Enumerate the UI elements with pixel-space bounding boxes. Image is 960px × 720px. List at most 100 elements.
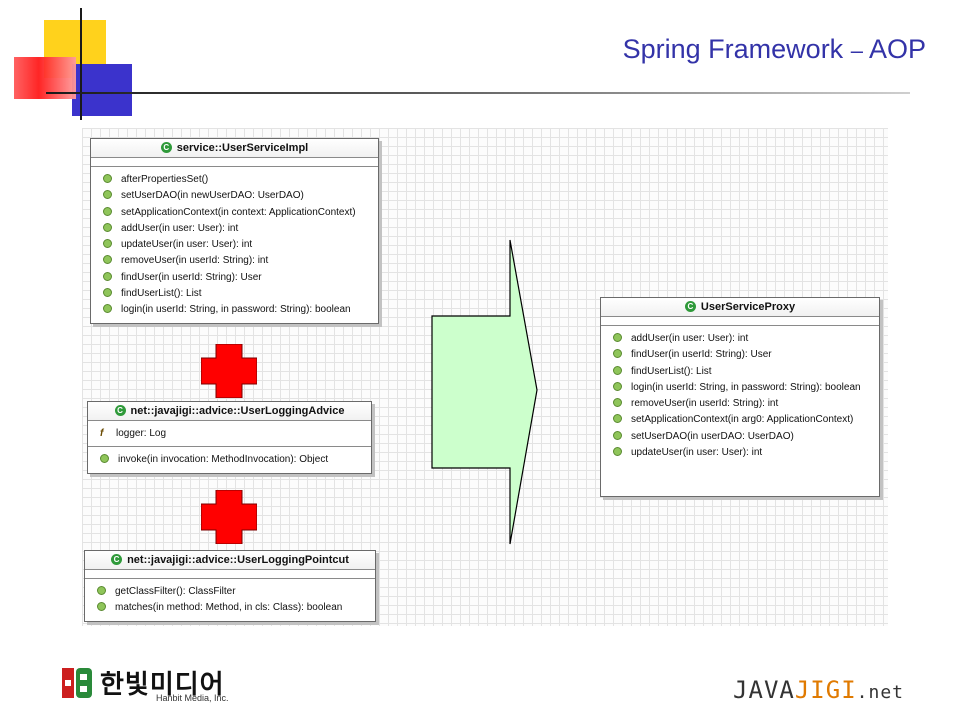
hanbit-mark-shape (65, 680, 71, 686)
method-row: addUser(in user: User): int (91, 221, 378, 237)
plus-sign-icon (201, 490, 257, 544)
method-dot-icon (613, 430, 622, 440)
class-c-icon: C (160, 142, 172, 153)
method-label: setUserDAO(in userDAO: UserDAO) (631, 430, 794, 442)
decor-blue-square (72, 64, 132, 116)
method-label: addUser(in user: User): int (121, 222, 239, 234)
method-row: findUserList(): List (601, 364, 879, 380)
method-row: getClassFilter(): ClassFilter (85, 584, 375, 600)
method-row: findUser(in userId: String): User (601, 347, 879, 363)
method-label: findUser(in userId: String): User (121, 271, 262, 283)
method-row: setUserDAO(in newUserDAO: UserDAO) (91, 188, 378, 204)
method-row: setApplicationContext(in context: Applic… (91, 205, 378, 221)
javajigi-net: .net (856, 682, 904, 703)
method-dot-icon (613, 447, 622, 457)
method-dot-icon (613, 349, 622, 359)
method-row: findUserList(): List (91, 286, 378, 302)
method-dot-icon (103, 222, 112, 232)
method-row: removeUser(in userId: String): int (91, 253, 378, 269)
method-dot-icon (97, 602, 106, 612)
method-label: findUser(in userId: String): User (631, 349, 772, 361)
attributes-section (85, 570, 375, 579)
javajigi-jigi: JIGI (794, 676, 857, 704)
method-label: setApplicationContext(in arg0: Applicati… (631, 414, 854, 426)
methods-section: invoke(in invocation: MethodInvocation):… (88, 447, 371, 472)
method-dot-icon (103, 288, 112, 298)
field-row: f logger: Log (88, 426, 371, 442)
method-label: updateUser(in user: User): int (631, 447, 763, 459)
methods-section: afterPropertiesSet() setUserDAO(in newUse… (91, 167, 378, 323)
plus-sign-icon (201, 344, 257, 398)
method-dot-icon (613, 381, 622, 391)
method-row: afterPropertiesSet() (91, 172, 378, 188)
method-row: findUser(in userId: String): User (91, 270, 378, 286)
hanbit-mark-shape (80, 686, 87, 692)
method-label: removeUser(in userId: String): int (121, 255, 269, 267)
hanbit-mark-shape (80, 674, 87, 680)
hanbit-media-logo: 한빛미디어 Hanbit Media, Inc. (62, 664, 242, 704)
method-dot-icon (103, 190, 112, 200)
method-dot-icon (103, 255, 112, 265)
title-main: Spring Framework (622, 34, 844, 64)
title-dash: – (850, 38, 863, 63)
method-label: login(in userId: String, in password: St… (121, 304, 351, 316)
hanbit-subtitle: Hanbit Media, Inc. (156, 693, 229, 703)
method-label: removeUser(in userId: String): int (631, 398, 779, 410)
method-dot-icon (103, 271, 112, 281)
method-row: matches(in method: Method, in cls: Class… (85, 600, 375, 616)
method-row: login(in userId: String, in password: St… (601, 380, 879, 396)
method-dot-icon (103, 174, 112, 183)
method-dot-icon (103, 206, 112, 216)
method-row: login(in userId: String, in password: St… (91, 302, 378, 318)
transformation-arrow-icon (431, 239, 538, 545)
title-underline (46, 92, 910, 94)
method-dot-icon (103, 239, 112, 249)
class-name: net::javajigi::advice::UserLoggingPointc… (127, 554, 349, 566)
hanbit-mark-shape (76, 668, 92, 698)
method-dot-icon (97, 586, 106, 595)
method-row: invoke(in invocation: MethodInvocation):… (88, 452, 371, 468)
page-title: Spring Framework – AOP (623, 34, 926, 65)
arrow-shape (431, 239, 538, 545)
method-row: updateUser(in user: User): int (601, 445, 879, 461)
method-label: afterPropertiesSet() (121, 174, 209, 185)
method-label: findUserList(): List (121, 288, 202, 300)
method-row: removeUser(in userId: String): int (601, 396, 879, 412)
attributes-section (91, 158, 378, 167)
plus-sign-shape (201, 490, 257, 544)
javajigi-logo: JAVAJIGI.net (733, 676, 904, 704)
attributes-section (601, 317, 879, 326)
class-name: service::UserServiceImpl (176, 142, 309, 154)
method-label: findUserList(): List (631, 365, 712, 377)
class-name: net::javajigi::advice::UserLoggingAdvice (130, 405, 345, 417)
method-row: setApplicationContext(in arg0: Applicati… (601, 412, 879, 428)
method-label: login(in userId: String, in password: St… (631, 381, 861, 393)
method-row: updateUser(in user: User): int (91, 237, 378, 253)
method-dot-icon (613, 398, 622, 408)
hanbit-mark-icon (62, 668, 92, 698)
method-label: matches(in method: Method, in cls: Class… (115, 602, 343, 614)
method-dot-icon (103, 304, 112, 314)
methods-section: getClassFilter(): ClassFilter matches(in … (85, 579, 375, 621)
fields-section: f logger: Log (88, 421, 371, 448)
method-row: setUserDAO(in userDAO: UserDAO) (601, 429, 879, 445)
javajigi-java: JAVA (733, 676, 795, 704)
method-label: invoke(in invocation: MethodInvocation):… (118, 454, 329, 466)
method-dot-icon (613, 333, 622, 342)
class-c-icon: C (114, 405, 126, 416)
class-name: UserServiceProxy (700, 301, 796, 313)
field-label: logger: Log (116, 428, 167, 439)
method-label: setApplicationContext(in context: Applic… (121, 206, 356, 218)
decor-vertical-line (80, 8, 82, 120)
hanbit-name: 한빛미디어 (100, 670, 225, 700)
field-icon: f (100, 428, 104, 439)
